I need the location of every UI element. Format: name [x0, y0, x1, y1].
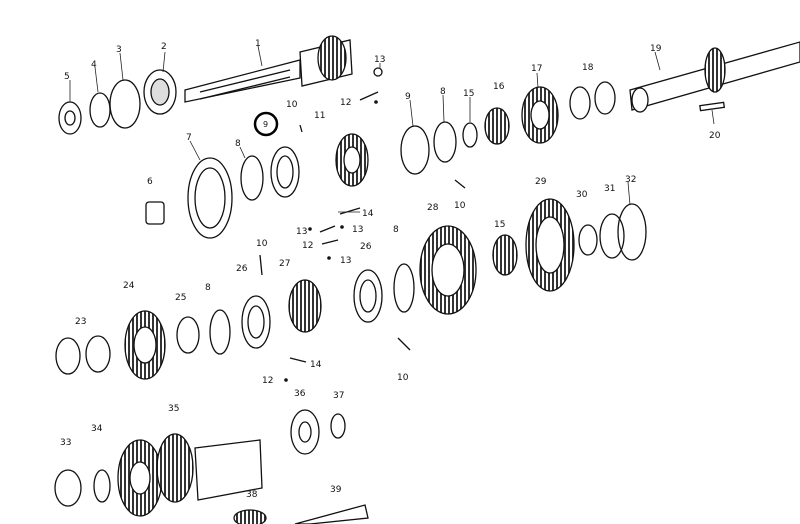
label-18: 18 — [582, 63, 594, 73]
lower-gear-group — [54, 309, 369, 524]
label-8-low: 8 — [205, 283, 211, 293]
label-37: 37 — [333, 391, 344, 401]
part-labels: 1 2 3 4 5 13 12 10 11 9 9 8 15 16 17 18 … — [60, 39, 721, 500]
label-8-mid: 8 — [235, 139, 241, 149]
label-13-mid-a: 13 — [296, 227, 307, 237]
label-17: 17 — [531, 64, 542, 74]
leader-lines — [69, 45, 715, 213]
label-35: 35 — [168, 404, 179, 414]
label-10-left: 10 — [256, 239, 268, 249]
label-7: 7 — [186, 133, 192, 143]
label-14-mid: 14 — [362, 209, 374, 219]
label-20: 20 — [709, 131, 721, 141]
label-8-top: 8 — [440, 87, 446, 97]
label-11: 11 — [314, 111, 325, 121]
label-3: 3 — [116, 45, 122, 55]
label-27: 27 — [279, 259, 290, 269]
label-10-top: 10 — [286, 100, 298, 110]
label-14-low: 14 — [310, 360, 322, 370]
label-12-mid: 12 — [302, 241, 313, 251]
label-13-mid-b: 13 — [352, 225, 363, 235]
label-6: 6 — [147, 177, 153, 187]
label-13-top: 13 — [374, 55, 385, 65]
label-1: 1 — [255, 39, 261, 49]
label-8-right: 8 — [393, 225, 399, 235]
label-19: 19 — [650, 44, 662, 54]
highlight-circle — [253, 111, 279, 137]
label-28: 28 — [427, 203, 439, 213]
label-5: 5 — [64, 72, 70, 82]
label-32: 32 — [625, 175, 636, 185]
label-34-bottom: 34 — [91, 424, 103, 434]
label-15: 15 — [463, 89, 474, 99]
label-29: 29 — [535, 177, 547, 187]
label-13-mid-c: 13 — [340, 256, 351, 266]
label-33-bottom: 33 — [60, 438, 71, 448]
label-31: 31 — [604, 184, 615, 194]
label-23: 23 — [75, 317, 86, 327]
label-24: 24 — [123, 281, 135, 291]
label-2: 2 — [161, 42, 167, 52]
label-10-mid: 10 — [454, 201, 466, 211]
label-26-left: 26 — [236, 264, 248, 274]
label-38: 38 — [246, 490, 258, 500]
mid-gear-group — [145, 146, 647, 363]
label-12-top: 12 — [340, 98, 351, 108]
input-shaft-group — [58, 35, 800, 189]
label-39: 39 — [330, 485, 342, 495]
small-hardware — [284, 100, 378, 382]
label-16: 16 — [493, 82, 505, 92]
label-4: 4 — [91, 60, 97, 70]
label-10-low: 10 — [397, 373, 409, 383]
label-25: 25 — [175, 293, 186, 303]
label-15-mid: 15 — [494, 220, 505, 230]
label-30: 30 — [576, 190, 588, 200]
label-26-right: 26 — [360, 242, 372, 252]
label-9-right: 9 — [405, 92, 411, 102]
label-36: 36 — [294, 389, 306, 399]
label-9-circled: 9 — [263, 120, 268, 129]
label-12-low: 12 — [262, 376, 273, 386]
